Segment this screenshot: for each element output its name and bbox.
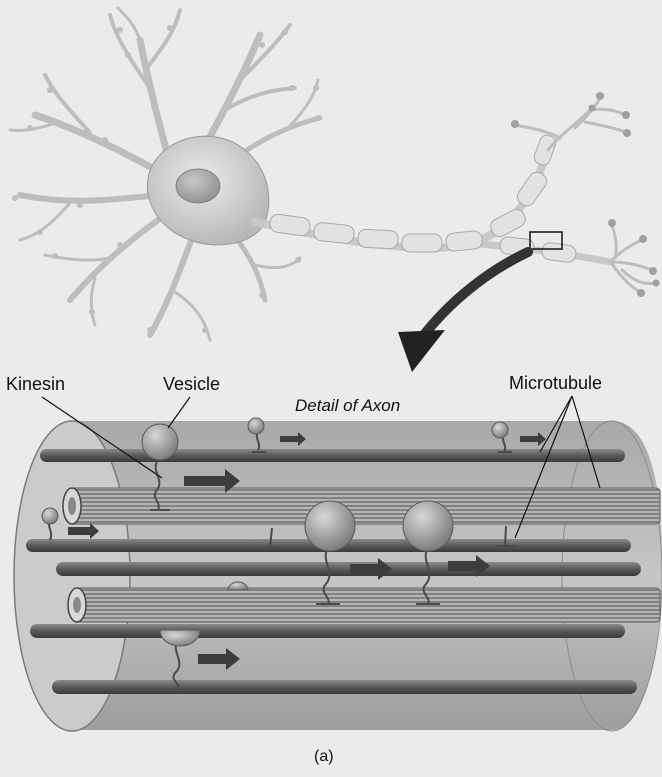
vesicle <box>305 501 355 551</box>
detail-of-axon-title: Detail of Axon <box>295 396 400 416</box>
vesicle <box>248 418 264 434</box>
microtubule <box>75 588 660 622</box>
vesicle <box>492 422 508 438</box>
nucleus <box>176 169 220 203</box>
axon-detail <box>14 396 662 731</box>
microtubule <box>56 562 641 576</box>
vesicle-label: Vesicle <box>163 374 220 395</box>
vesicle <box>142 424 178 460</box>
microtubule <box>52 680 637 694</box>
vesicle <box>42 508 58 524</box>
neuron <box>10 8 660 372</box>
microtubule-label: Microtubule <box>509 373 602 394</box>
kinesin-label: Kinesin <box>6 374 65 395</box>
microtubule <box>30 624 625 638</box>
zoom-arrow <box>420 252 528 340</box>
vesicle <box>403 501 453 551</box>
figure-caption: (a) <box>314 748 334 766</box>
